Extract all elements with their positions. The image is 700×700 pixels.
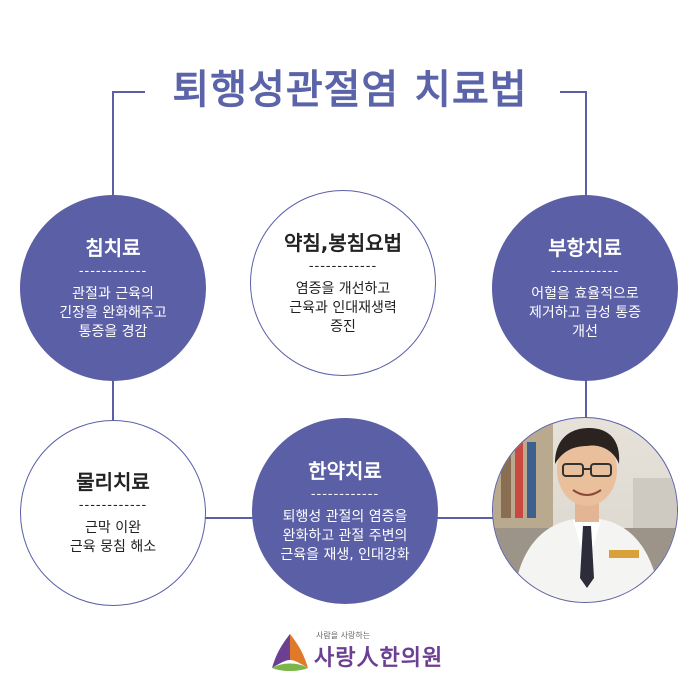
divider: ------------: [550, 263, 620, 279]
clinic-logo: 사람을 사랑하는 사랑人한의원: [268, 628, 458, 678]
physical-therapy-circle: 물리치료 ------------ 근막 이완 근육 뭉침 해소: [20, 420, 206, 606]
page-title: 퇴행성관절염 치료법: [172, 67, 528, 113]
divider: ------------: [308, 258, 378, 274]
herbal-medicine-title: 한약치료: [308, 458, 382, 483]
pharmacopuncture-desc: 염증을 개선하고 근육과 인대재생력 증진: [289, 280, 397, 335]
herbal-medicine-circle: 한약치료 ------------ 퇴행성 관절의 염증을 완화하고 관절 주변…: [252, 418, 438, 604]
physical-therapy-desc: 근막 이완 근육 뭉침 해소: [69, 520, 157, 555]
logo-emblem-icon: [272, 634, 308, 671]
acupuncture-circle: 침치료 ------------ 관절과 근육의 긴장을 완화해주고 통증을 경…: [20, 195, 206, 381]
herbal-medicine-desc: 퇴행성 관절의 염증을 완화하고 관절 주변의 근육을 재생, 인대강화: [280, 508, 410, 563]
cupping-circle: 부항치료 ------------ 어혈을 효율적으로 제거하고 급성 통증 개…: [492, 195, 678, 381]
divider: ------------: [310, 486, 380, 502]
pharmacopuncture-title: 약침,봉침요법: [284, 230, 402, 255]
acupuncture-title: 침치료: [85, 235, 141, 260]
doctor-illustration: [493, 418, 677, 602]
cupping-desc: 어혈을 효율적으로 제거하고 급성 통증 개선: [529, 285, 641, 340]
acupuncture-desc: 관절과 근육의 긴장을 완화해주고 통증을 경감: [59, 285, 167, 340]
logo-name: 사랑人한의원: [314, 646, 444, 671]
pharmacopuncture-circle: 약침,봉침요법 ------------ 염증을 개선하고 근육과 인대재생력 …: [250, 190, 436, 376]
cupping-title: 부항치료: [548, 235, 622, 260]
divider: ------------: [78, 498, 148, 513]
divider: ------------: [78, 263, 148, 279]
physical-therapy-title: 물리치료: [76, 470, 150, 494]
doctor-photo: [492, 417, 678, 603]
logo-tagline: 사람을 사랑하는: [316, 631, 371, 640]
